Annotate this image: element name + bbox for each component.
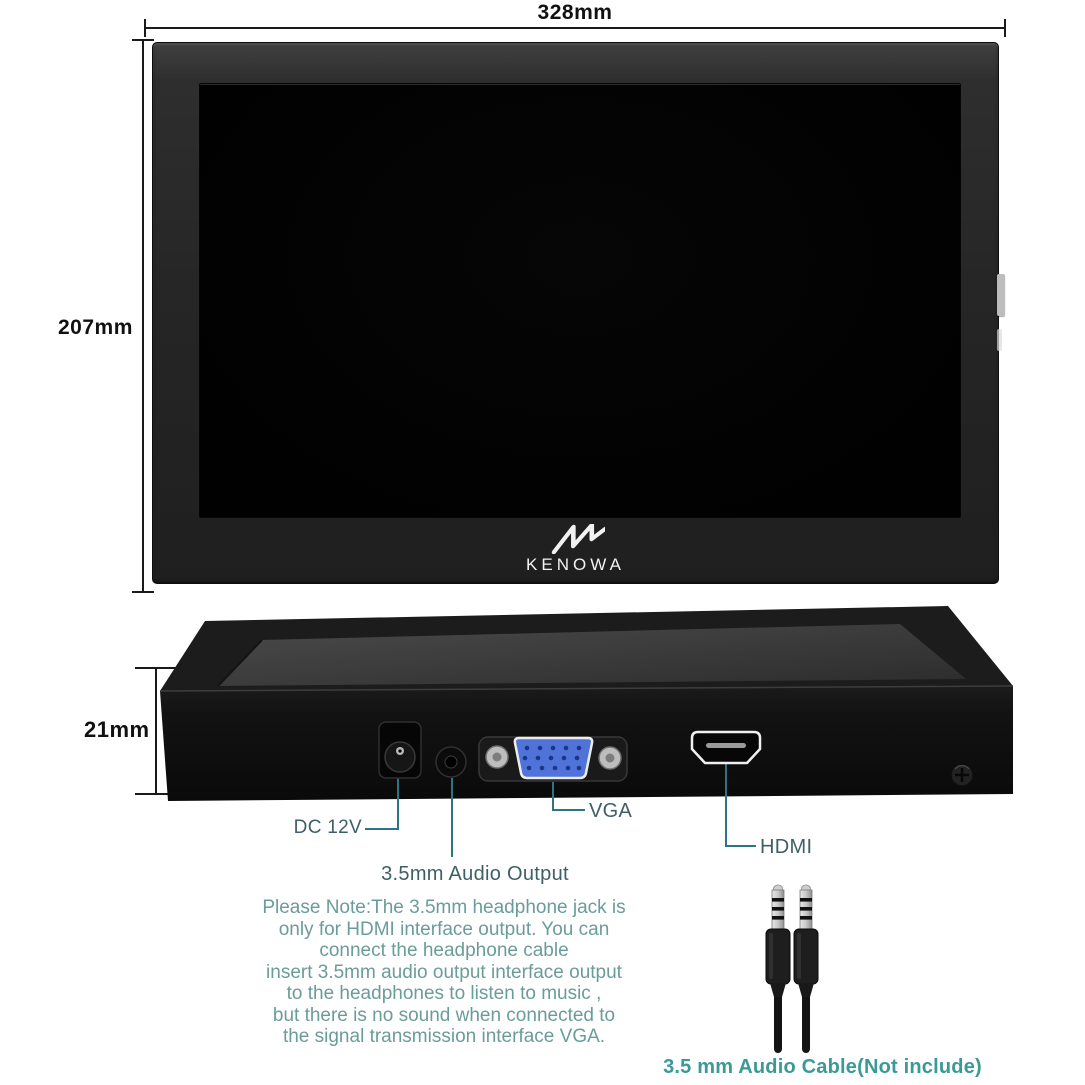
vga-pins bbox=[522, 745, 582, 771]
audio-port-label: 3.5mm Audio Output bbox=[381, 863, 569, 885]
power-button bbox=[997, 274, 1005, 316]
brand-name: KENOWA bbox=[526, 555, 625, 574]
vga-port-label: VGA bbox=[589, 800, 633, 822]
width-dimension-label: 328mm bbox=[537, 1, 613, 24]
case-screw-icon bbox=[950, 763, 974, 787]
dc-leader-line bbox=[365, 778, 399, 830]
audio-cable-plug-left bbox=[765, 884, 791, 1053]
hdmi-leader-line bbox=[725, 764, 756, 847]
thickness-dimension-cap-top bbox=[135, 667, 177, 669]
thickness-dimension-line bbox=[155, 668, 157, 795]
hdmi-port bbox=[690, 730, 762, 765]
menu-button bbox=[997, 329, 1002, 351]
thickness-dimension-cap-bottom bbox=[135, 793, 177, 795]
width-dimension-line bbox=[145, 27, 1005, 29]
audio-cable-plug-right bbox=[793, 884, 819, 1053]
brand-swoosh-icon bbox=[551, 524, 605, 554]
monitor-front-view: KENOWA bbox=[152, 42, 1005, 584]
height-dimension-cap-bottom bbox=[132, 591, 154, 593]
monitor-screen bbox=[199, 83, 961, 518]
vga-port bbox=[478, 736, 628, 782]
height-dimension-line bbox=[142, 39, 144, 593]
side-view-seam bbox=[217, 639, 263, 687]
callout-leader-lines bbox=[365, 764, 756, 857]
note-text: Please Note:The 3.5mm headphone jack is … bbox=[262, 897, 626, 1047]
height-dimension-cap-top bbox=[132, 39, 154, 41]
width-dimension-tick-right bbox=[1004, 19, 1006, 37]
hdmi-port-label: HDMI bbox=[760, 836, 813, 858]
thickness-dimension-label: 21mm bbox=[84, 717, 150, 742]
side-view-screen-panel bbox=[218, 624, 966, 686]
dc-port-label: DC 12V bbox=[293, 817, 362, 838]
dc-power-port bbox=[378, 721, 422, 779]
audio-jack-port bbox=[435, 746, 467, 778]
side-view-edge-highlight bbox=[159, 685, 1014, 692]
width-dimension-tick-left bbox=[144, 19, 146, 37]
brand-logo: KENOWA bbox=[153, 524, 998, 575]
vga-leader-line bbox=[552, 782, 585, 811]
audio-cable-illustration bbox=[765, 884, 819, 1053]
height-dimension-label: 207mm bbox=[58, 316, 133, 339]
audio-cable-label: 3.5 mm Audio Cable(Not include) bbox=[663, 1056, 982, 1078]
